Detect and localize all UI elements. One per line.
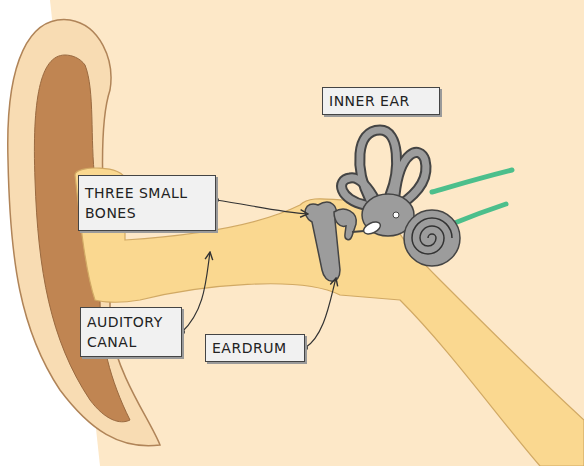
anvil-bone: [334, 209, 356, 239]
label-text: EARDRUM: [212, 338, 298, 358]
nerve: [432, 170, 512, 192]
cochlea-spiral: [412, 218, 452, 254]
part-label: AUDITORY CANAL: [80, 307, 182, 357]
stirrup-link: [352, 231, 364, 232]
label-text: INNER EAR: [329, 91, 433, 111]
cochlea: [404, 210, 460, 266]
part-label: EARDRUM: [205, 334, 305, 362]
leader-line: [305, 278, 336, 348]
auditory-canal: [75, 168, 584, 466]
label-text: AUDITORY CANAL: [87, 312, 175, 352]
stirrup-bone: [362, 220, 383, 237]
part-label: THREE SMALL BONES: [78, 175, 216, 231]
label-text: THREE SMALL BONES: [85, 183, 209, 223]
leader-line: [182, 252, 210, 332]
nerve: [452, 204, 506, 224]
part-label: INNER EAR: [322, 87, 440, 115]
leader-line: [216, 200, 308, 214]
oval-window: [393, 212, 399, 218]
